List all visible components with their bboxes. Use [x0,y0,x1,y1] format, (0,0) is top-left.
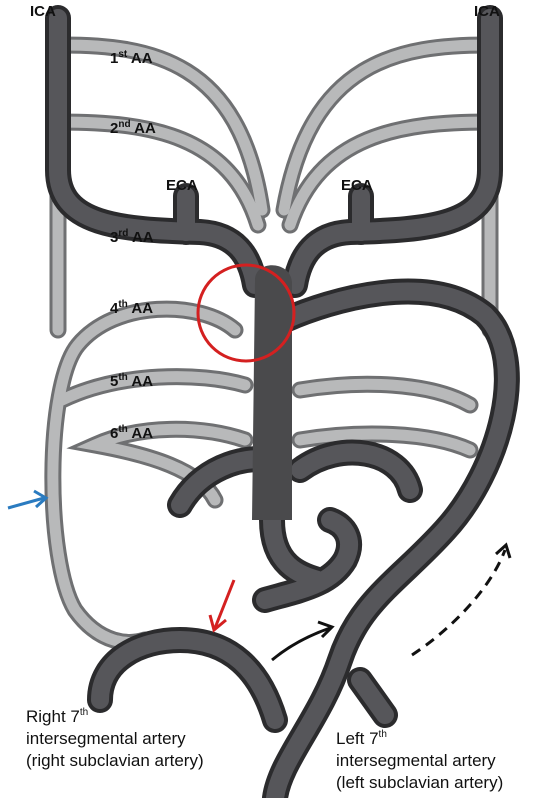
highlight-circle [196,263,296,363]
label-aa4: 4th AA [110,299,153,317]
black-solid-arrow [271,620,335,662]
label-aa6: 6th AA [110,424,153,442]
label-eca-right: ECA [341,177,373,194]
label-aa1: 1st AA [110,49,153,67]
label-aa2: 2nd AA [110,119,156,137]
caption-right-line2: intersegmental artery [26,729,186,748]
label-aa5: 5th AA [110,372,153,390]
label-aa3: 3rd AA [110,228,154,246]
caption-right-line1: Right 7th [26,707,88,726]
caption-right-line3: (right subclavian artery) [26,751,204,770]
dark-vessels [45,5,520,798]
label-eca-left: ECA [166,177,198,194]
black-dashed-arrow [411,542,512,657]
label-ica-left: ICA [30,3,56,20]
caption-left-line2: intersegmental artery [336,751,496,770]
caption-left-line1: Left 7th [336,729,387,748]
red-arrow [208,579,236,633]
label-ica-right: ICA [474,3,500,20]
blue-arrow [7,489,49,510]
caption-left-line3: (left subclavian artery) [336,773,503,792]
